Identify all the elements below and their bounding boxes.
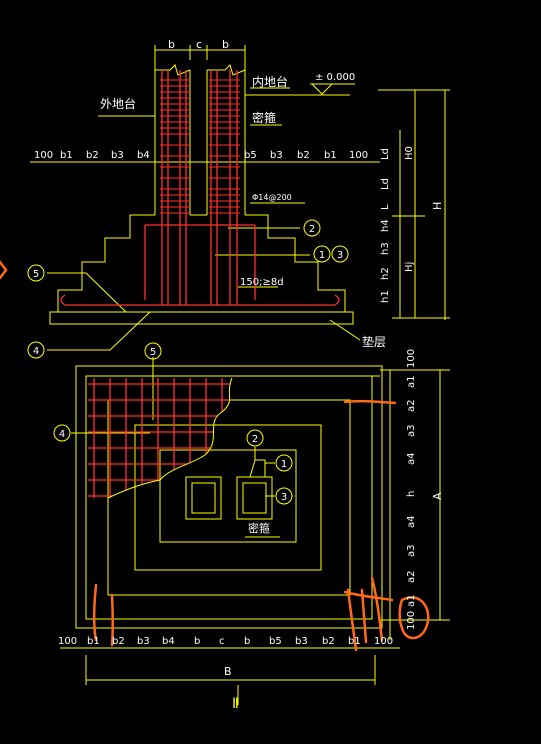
dim-top-label: 100 [34,150,53,161]
dim-section-label: Ld [380,178,391,190]
dim-plan-label: a1 [406,595,417,608]
dim-plan-label: a3 [406,545,417,558]
label-dim-A: A [431,492,444,500]
dim-plan-label: a2 [406,400,417,413]
dim-bottom-label: 100 [374,636,393,647]
section-view [30,45,450,351]
dim-bottom-label: b [244,636,250,647]
svg-text:5: 5 [150,347,156,358]
label-inner-ground: 内地台 [252,74,288,89]
dim-section-label: h1 [380,290,391,303]
callout-5: 5 [144,342,162,360]
plan-view [60,357,450,705]
svg-text:2: 2 [309,224,315,235]
label-dim-B: B [224,665,232,678]
dim-top-label: b1 [60,150,73,161]
dim-top-label: b4 [137,150,150,161]
dim-bottom-label: b3 [137,636,150,647]
dim-top-label: 100 [349,150,368,161]
label-outer-ground: 外地台 [100,96,136,111]
dim-bottom-label: b1 [87,636,100,647]
label-dim-H: H [431,202,444,210]
dim-section-label: h3 [380,242,391,255]
label-dim-Hj: Hj [404,262,415,272]
svg-text:4: 4 [59,429,65,440]
label-bar-spec: Φ14@200 [252,193,292,202]
dim-bottom-label: c [219,636,225,647]
dim-top-label: b5 [244,150,257,161]
callout-1: 1 [275,454,293,472]
dim-section-label: h2 [380,267,391,280]
drawing-text: b c b 内地台 外地台 ± 0.000 密箍 Φ14@200 150;≥8d… [100,38,444,712]
label-dense-stirrup-plan: 密箍 [248,521,270,535]
svg-text:1: 1 [281,459,287,470]
svg-text:1: 1 [319,250,325,261]
section-mark: Ⅱ [232,696,239,712]
callout-5: 5 [27,264,45,282]
dim-section-label: Ld [380,148,391,160]
dim-plan-label: 100 [406,611,417,630]
callout-1: 1 [313,245,331,263]
dim-bottom-label: b4 [162,636,175,647]
label-c: c [196,38,202,51]
svg-text:3: 3 [337,250,343,261]
dim-plan-label: a4 [406,453,417,466]
callout-2: 2 [303,219,321,237]
callout-2: 2 [246,429,264,447]
dim-bottom-label: b5 [269,636,282,647]
dim-plan-label: a2 [406,571,417,584]
section-rebar [60,70,340,306]
callout-3: 3 [275,487,293,505]
label-dense-stirrup: 密箍 [252,110,276,125]
dim-plan-label: 100 [406,349,417,368]
svg-text:5: 5 [33,269,39,280]
dim-bottom-label: b2 [322,636,335,647]
dim-bottom-label: b3 [295,636,308,647]
dim-top-label: b2 [297,150,310,161]
callout-circles: 5 4 2 1 3 5 4 2 1 3 [27,219,349,505]
section-stirrups [160,79,240,214]
callout-4: 4 [53,424,71,442]
dim-plan-label: a3 [406,425,417,438]
dim-bottom-label: 100 [58,636,77,647]
hand-annotations [0,260,430,652]
dim-bottom-label: b [194,636,200,647]
label-b-right: b [222,38,229,51]
label-elevation: ± 0.000 [315,72,355,83]
dim-top-label: b2 [86,150,99,161]
dimension-labels: 100 b1 b2 b3 b4 b5 b3 b2 b1 100 100 b1 b2 b3 b4 b c b b5 b3… [34,148,417,647]
label-dim-H0: H0 [404,146,415,160]
dim-plan-label: a4 [406,516,417,529]
label-anchor-spec: 150;≥8d [240,277,284,288]
dim-top-label: b3 [270,150,283,161]
svg-text:3: 3 [281,492,287,503]
dim-top-label: b1 [324,150,337,161]
label-cushion: 垫层 [362,334,386,349]
svg-text:4: 4 [33,346,39,357]
dim-bottom-label: b1 [348,636,361,647]
svg-text:2: 2 [252,434,258,445]
dim-plan-label: h [406,491,417,497]
plan-rebar-grid [88,377,233,499]
dim-top-label: b3 [111,150,124,161]
dim-plan-label: a1 [406,376,417,389]
callout-4: 4 [27,341,45,359]
dim-section-label: h4 [380,219,391,232]
dim-section-label: L [380,204,391,210]
dim-bottom-label: b2 [112,636,125,647]
label-b-left: b [168,38,175,51]
callout-3: 3 [331,245,349,263]
